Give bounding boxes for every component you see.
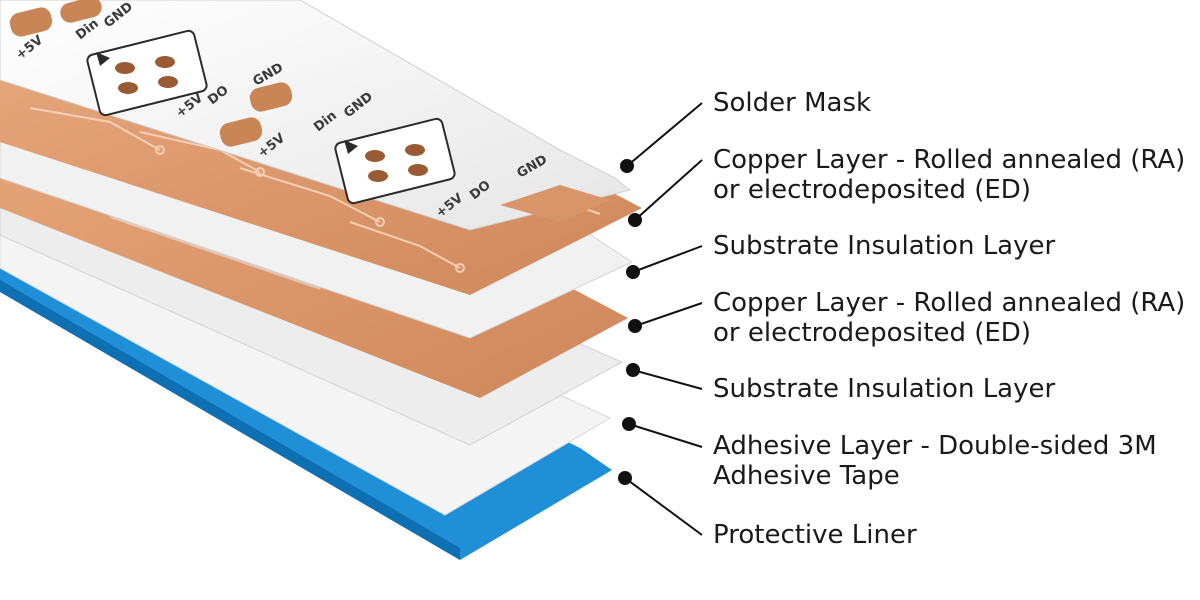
label-substrate-insulation-1-line1: Substrate Insulation Layer: [713, 231, 1056, 261]
solder-mask-copper-window: [500, 185, 610, 222]
label-solder-mask: Solder Mask: [713, 88, 871, 118]
label-solder-mask-line1: Solder Mask: [713, 88, 872, 118]
label-copper-layer-1-line2: or electrodeposited (ED): [713, 175, 1031, 205]
label-copper-layer-1: Copper Layer - Rolled annealed (RA) or e…: [713, 145, 1185, 205]
label-copper-layer-2-line2: or electrodeposited (ED): [713, 318, 1031, 348]
label-protective-liner-line1: Protective Liner: [713, 520, 917, 550]
label-adhesive-layer-line2: Adhesive Tape: [713, 461, 900, 491]
label-substrate-insulation-1: Substrate Insulation Layer: [713, 231, 1055, 261]
label-copper-layer-2: Copper Layer - Rolled annealed (RA) or e…: [713, 288, 1185, 348]
led-pads: [9, 0, 456, 205]
label-copper-layer-2-line1: Copper Layer - Rolled annealed (RA): [713, 288, 1186, 318]
label-substrate-insulation-2: Substrate Insulation Layer: [713, 374, 1055, 404]
leader-lines: [618, 102, 703, 536]
label-copper-layer-1-line1: Copper Layer - Rolled annealed (RA): [713, 145, 1186, 175]
label-adhesive-layer-line1: Adhesive Layer - Double-sided 3M: [713, 431, 1157, 461]
protective-liner-edge: [0, 280, 460, 560]
label-protective-liner: Protective Liner: [713, 520, 917, 550]
label-adhesive-layer: Adhesive Layer - Double-sided 3M Adhesiv…: [713, 431, 1157, 491]
label-substrate-insulation-2-line1: Substrate Insulation Layer: [713, 374, 1056, 404]
